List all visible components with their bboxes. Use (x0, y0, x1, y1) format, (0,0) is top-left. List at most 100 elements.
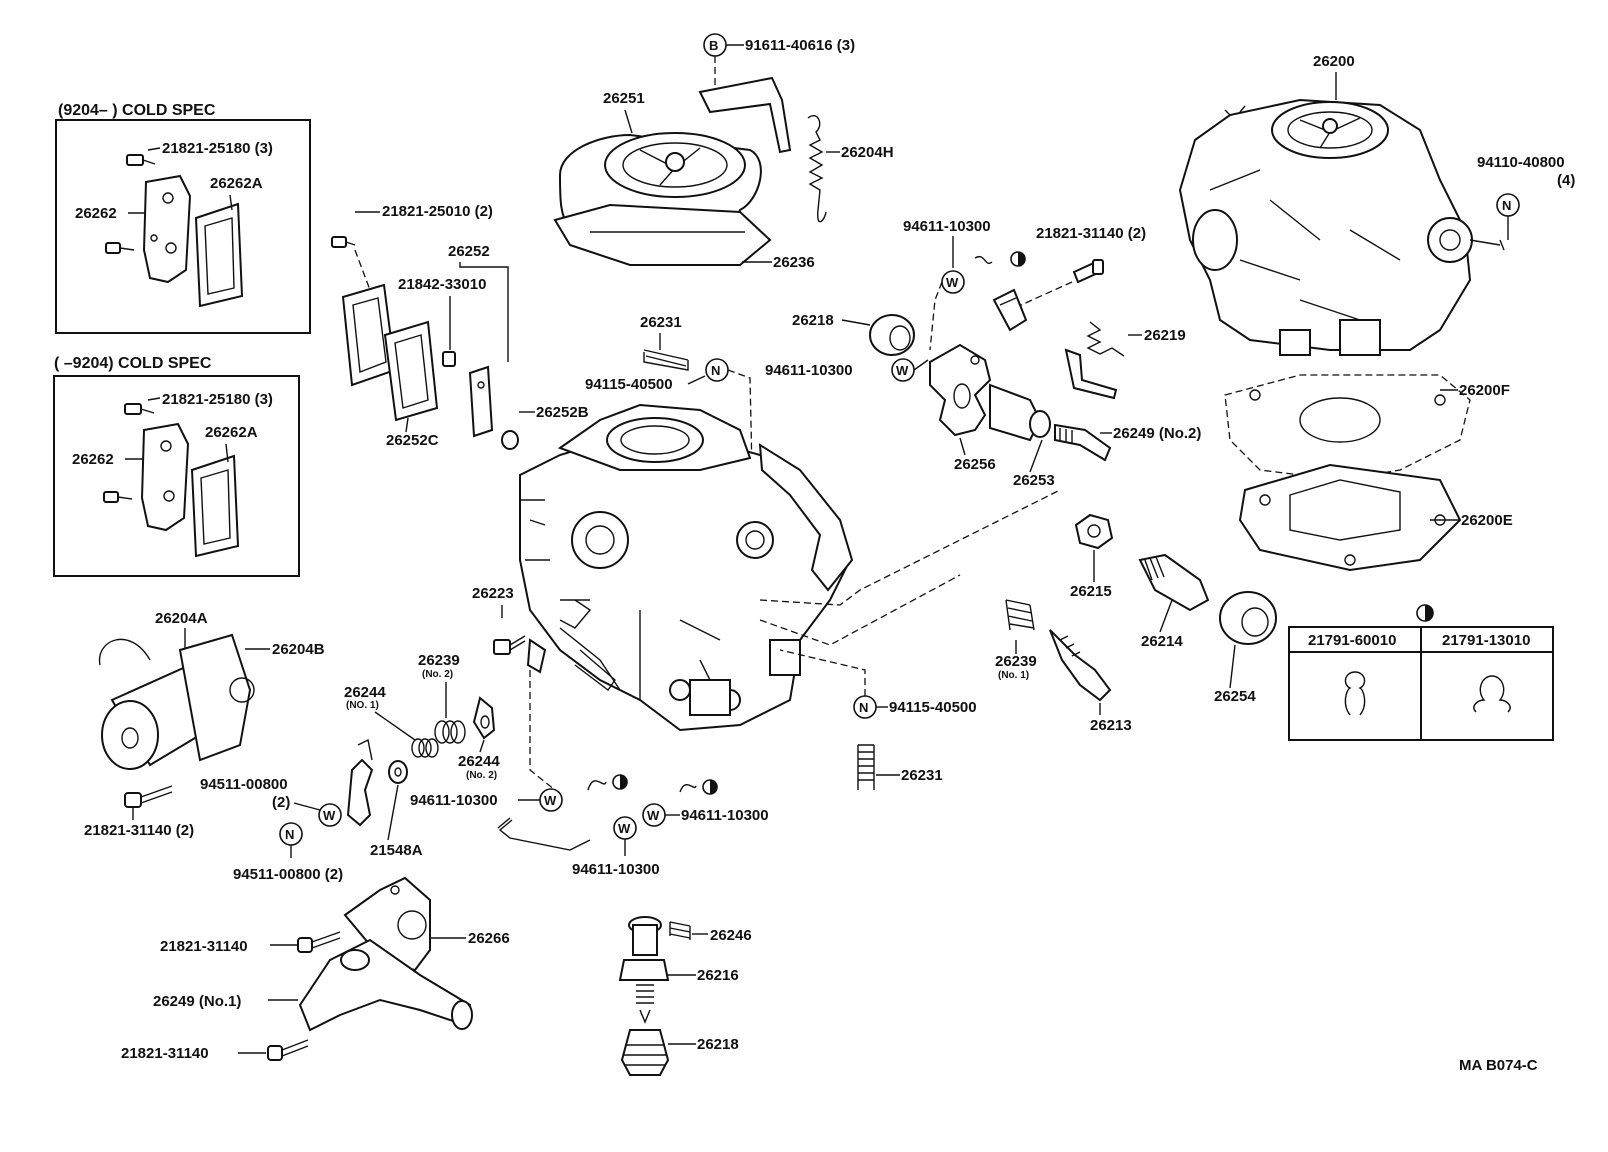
label-26244-no2: 26244 (458, 753, 500, 770)
clip-table: 21791-60010 21791-13010 (1288, 604, 1554, 741)
label-26251: 26251 (603, 90, 645, 107)
carburetor-body-icon (519, 403, 854, 732)
gasket-label: 26262A (205, 424, 258, 441)
cold-spec-heading-new: (9204– ) COLD SPEC (58, 102, 216, 119)
label-26204H: 26204H (841, 144, 894, 161)
label-26218-bot: 26218 (697, 1036, 739, 1053)
clip-21791-13010-icon (1473, 675, 1511, 713)
marker-n-letter: N (711, 363, 720, 378)
marker-w: W (613, 816, 637, 840)
plug-26214-icon (1138, 553, 1210, 612)
marker-b: B (703, 33, 727, 57)
label-21821-31140-bottom: 21821-31140 (121, 1045, 209, 1062)
housing-26266-icon (343, 876, 431, 972)
marker-w-letter: W (544, 793, 557, 808)
label-26223: 26223 (472, 585, 514, 602)
screw-26213-icon (1049, 629, 1112, 702)
diagram-code: MA B074-C (1459, 1057, 1538, 1074)
bolt-icon (103, 403, 155, 503)
plate-label: 26262 (72, 451, 114, 468)
label-94611-10300-e: 94611-10300 (572, 861, 660, 878)
rod-icon (497, 817, 591, 851)
label-21821-31140-mid: 21821-31140 (160, 938, 248, 955)
label-21821-25010: 21821-25010 (2) (382, 203, 493, 220)
label-21821-31140-left: 21821-31140 (2) (84, 822, 194, 839)
spring-26239-no2-icon (434, 720, 466, 744)
label-26239-no2: 26239 (418, 652, 460, 669)
cold-spec-box-old: ( –9204) COLD SPEC 21821-25180 (3) 26262… (53, 355, 300, 577)
spring-26219-icon (1086, 321, 1125, 357)
ball-26218-icon (869, 314, 915, 356)
label-26231-top: 26231 (640, 314, 682, 331)
label-26249-no1: 26249 (No.1) (153, 993, 241, 1010)
gasket-26200F-icon (1224, 374, 1471, 481)
marker-w-letter: W (647, 808, 660, 823)
marker-n: N (1496, 193, 1520, 217)
gasket-26200E-icon (1238, 463, 1462, 572)
cold-spec-plate-icon (140, 422, 190, 532)
label-26239-no1-sub: (No. 1) (998, 670, 1029, 681)
spring-26244-no2-icon (472, 696, 496, 740)
spring-26246-icon (669, 921, 691, 940)
piston-26253-icon (989, 383, 1051, 442)
gasket-26204B-icon (178, 633, 255, 762)
washer-icon (388, 760, 408, 784)
needle-valve-26216-icon (618, 916, 670, 1024)
marker-n-letter: N (1502, 198, 1511, 213)
half-filled-circle-icon (612, 774, 628, 790)
label-26213: 26213 (1090, 717, 1132, 734)
label-26200: 26200 (1313, 53, 1355, 70)
bracket-icon (992, 288, 1028, 332)
cold-spec-gasket-icon (194, 194, 244, 308)
spring-26204H-icon (807, 115, 827, 223)
label-26236: 26236 (773, 254, 815, 271)
label-26244-no1-sub: (NO. 1) (346, 700, 379, 711)
washer-26252B-icon (501, 430, 519, 450)
label-26253: 26253 (1013, 472, 1055, 489)
cold-spec-plate-icon (142, 174, 192, 284)
half-filled-circle-icon (1010, 251, 1026, 267)
marker-w: W (318, 803, 342, 827)
gasket-label: 26262A (210, 175, 263, 192)
cold-spec-gasket-icon (190, 443, 240, 558)
half-filled-circle-icon (702, 779, 718, 795)
valve-26249-no2-icon (1054, 423, 1112, 462)
valve-26249-no1-icon (298, 938, 473, 1032)
marker-w: W (642, 803, 666, 827)
label-26256: 26256 (954, 456, 996, 473)
label-26252: 26252 (448, 243, 490, 260)
label-94511-00800-a: 94511-00800 (200, 776, 288, 793)
jet-26231-icon (643, 349, 689, 371)
screw-icon (124, 785, 173, 808)
gasket-26236-icon (553, 203, 772, 266)
label-26239-no2-sub: (No. 2) (422, 669, 453, 680)
marker-w: W (941, 270, 965, 294)
screw-icon (1072, 259, 1104, 284)
label-26204B: 26204B (272, 641, 325, 658)
marker-w: W (891, 358, 915, 382)
label-91611-40616: 91611-40616 (3) (745, 37, 855, 54)
label-21548A: 21548A (370, 842, 423, 859)
label-21821-31140-top: 21821-31140 (2) (1036, 225, 1146, 242)
cold-spec-heading-old: ( –9204) COLD SPEC (54, 355, 212, 372)
float-26218-icon (620, 1029, 670, 1076)
bolt-icon (105, 154, 156, 254)
lever-arm-icon (526, 599, 616, 691)
jet-26231-icon (857, 744, 875, 790)
marker-n-letter: N (285, 827, 294, 842)
marker-n: N (705, 358, 729, 382)
seal-26254-icon (1219, 591, 1277, 645)
spring-26244-no1-icon (411, 738, 439, 758)
screw-icon (267, 1039, 309, 1061)
clip-21791-60010-icon (1344, 671, 1366, 716)
label-26252C: 26252C (386, 432, 439, 449)
label-26218-top: 26218 (792, 312, 834, 329)
label-26216: 26216 (697, 967, 739, 984)
label-94611-10300-d: 94611-10300 (681, 807, 769, 824)
label-94611-10300-b: 94611-10300 (765, 362, 853, 379)
label-26215: 26215 (1070, 583, 1112, 600)
label-26231-bot: 26231 (901, 767, 943, 784)
bolt-label: 21821-25180 (3) (162, 140, 273, 157)
label-26239-no1: 26239 (995, 653, 1037, 670)
